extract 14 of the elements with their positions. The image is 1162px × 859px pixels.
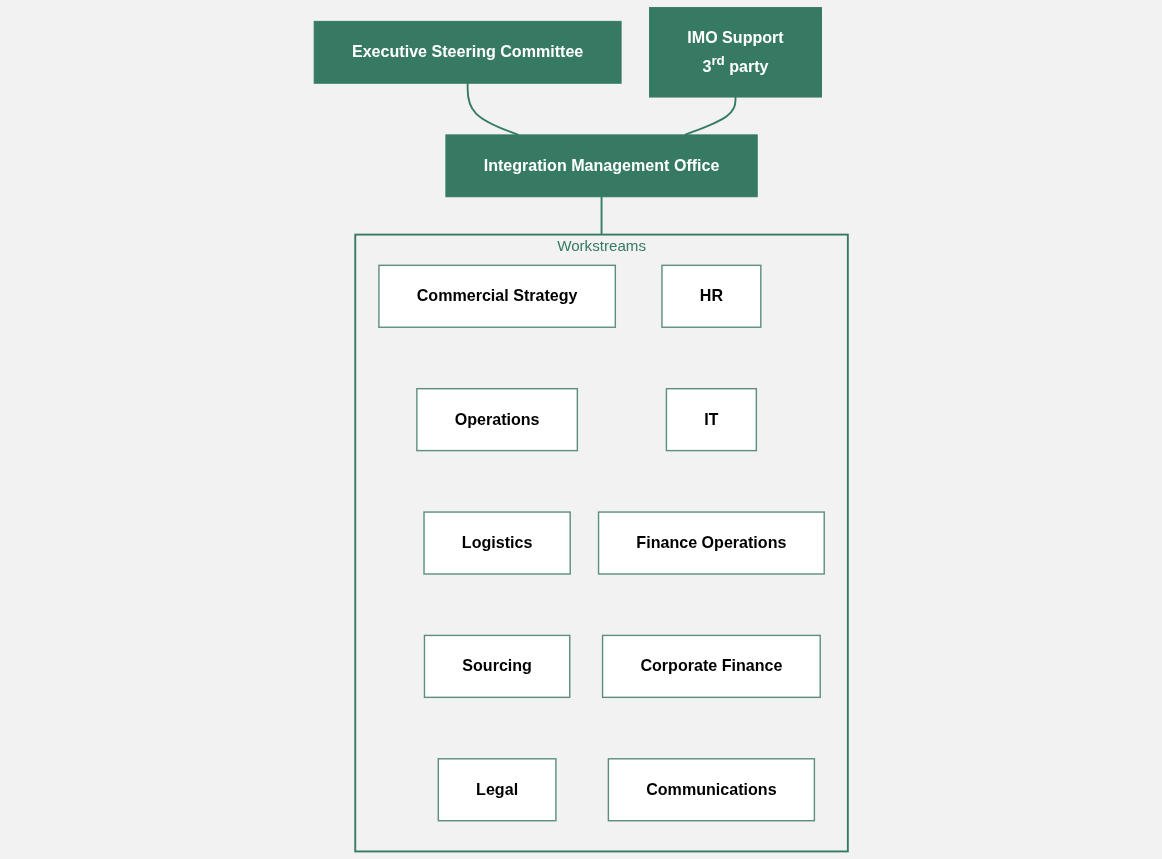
node-box: Executive Steering Committee <box>313 20 622 84</box>
node-box: HR <box>661 264 762 328</box>
node-box: Integration Management Office <box>445 134 758 198</box>
node-box: Finance Operations <box>597 511 825 575</box>
node-box: IMO Support 3$^{rd}$ party <box>649 7 822 98</box>
connector <box>600 195 603 236</box>
node-box: Logistics <box>423 511 571 575</box>
node-box: Operations <box>416 388 579 452</box>
node-box: Communications <box>607 758 816 822</box>
node-box: IT <box>665 388 758 452</box>
node-box: Corporate Finance <box>601 634 821 699</box>
node-box: Legal <box>437 758 557 822</box>
node-box: Sourcing <box>423 634 571 699</box>
node-box: Commercial Strategy <box>378 264 617 328</box>
